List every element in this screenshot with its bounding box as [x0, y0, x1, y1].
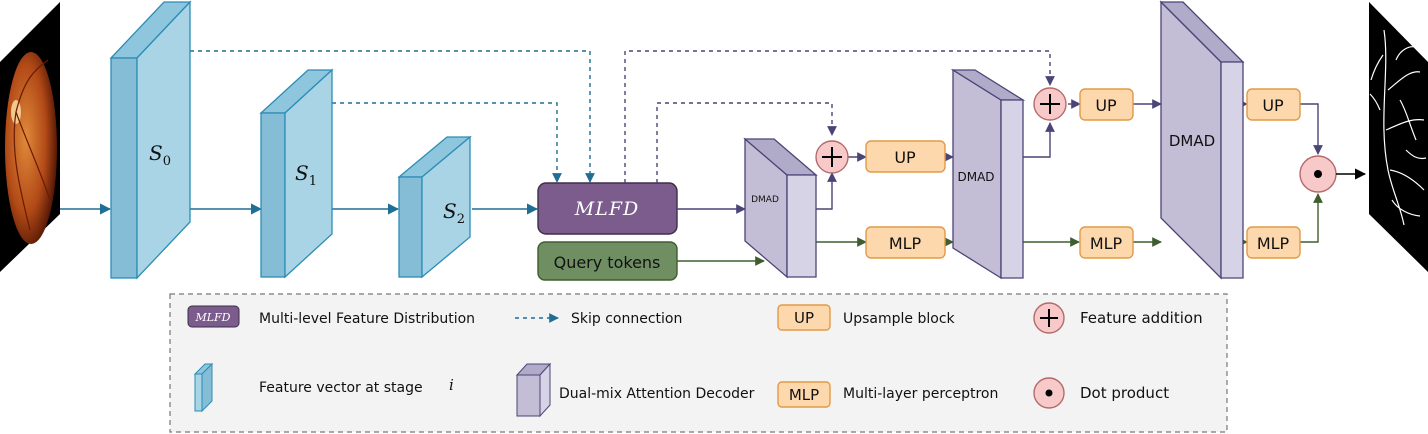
- query-tokens-label: Query tokens: [554, 253, 661, 272]
- mlfd-distribution-lines: [624, 50, 1055, 183]
- dmad-block-2: DMAD: [950, 68, 1026, 280]
- legend-mlp-icon: MLP: [789, 386, 819, 404]
- encoder-stage-0: S0: [109, 0, 192, 280]
- legend: MLFD Multi-level Feature Distribution Sk…: [169, 293, 1228, 433]
- legend-dot-desc: Dot product: [1080, 384, 1169, 402]
- query-tokens-block: Query tokens: [537, 241, 678, 281]
- mlp-label: MLP: [889, 234, 922, 253]
- dmad-block-3: DMAD: [1159, 0, 1245, 280]
- mlp-label: MLP: [1257, 234, 1290, 253]
- up-label: UP: [1095, 96, 1117, 115]
- mlfd-block: MLFD: [537, 182, 678, 235]
- fundus-image-icon: [0, 2, 60, 272]
- legend-up-desc: Upsample block: [843, 311, 956, 327]
- legend-feature-icon: [193, 362, 214, 413]
- plus-icon: [1033, 87, 1067, 121]
- skip-connections: [190, 50, 595, 183]
- legend-mlp-desc: Multi-layer perceptron: [843, 386, 998, 402]
- dmad-label: DMAD: [957, 170, 994, 184]
- plus-icon: [815, 140, 849, 174]
- encoder-stage-2: S2: [397, 135, 472, 279]
- mlp-block-2: MLP: [1079, 226, 1134, 259]
- dmad-block-1: DMAD: [743, 137, 818, 279]
- vessel-mask-icon: [1369, 2, 1428, 272]
- legend-mlfd-icon: MLFD: [194, 311, 230, 324]
- legend-feature-var: i: [449, 376, 454, 394]
- up-block-3: UP: [1246, 88, 1301, 121]
- encoder-stage-1: S1: [259, 68, 334, 279]
- decoder-flow-lines: [677, 99, 1323, 214]
- mlp-block-1: MLP: [865, 226, 946, 259]
- up-label: UP: [1262, 96, 1284, 115]
- dmad-label: DMAD: [751, 195, 779, 205]
- mlfd-label: MLFD: [574, 198, 640, 220]
- mlp-block-3: MLP: [1246, 226, 1301, 259]
- legend-mlfd-desc: Multi-level Feature Distribution: [259, 311, 475, 327]
- legend-dmad-icon: [515, 362, 552, 418]
- up-block-2: UP: [1079, 88, 1134, 121]
- dot-icon: [1299, 155, 1337, 193]
- legend-up-icon: UP: [794, 309, 814, 327]
- legend-dmad-desc: Dual-mix Attention Decoder: [559, 386, 755, 402]
- legend-add-desc: Feature addition: [1080, 309, 1203, 327]
- up-block-1: UP: [865, 140, 946, 173]
- legend-feature-desc: Feature vector at stage: [259, 380, 423, 396]
- mlp-label: MLP: [1090, 234, 1123, 253]
- up-label: UP: [894, 148, 916, 167]
- legend-skip-desc: Skip connection: [571, 311, 682, 327]
- mlp-flow-lines: [677, 193, 1323, 266]
- dmad-label: DMAD: [1169, 132, 1215, 150]
